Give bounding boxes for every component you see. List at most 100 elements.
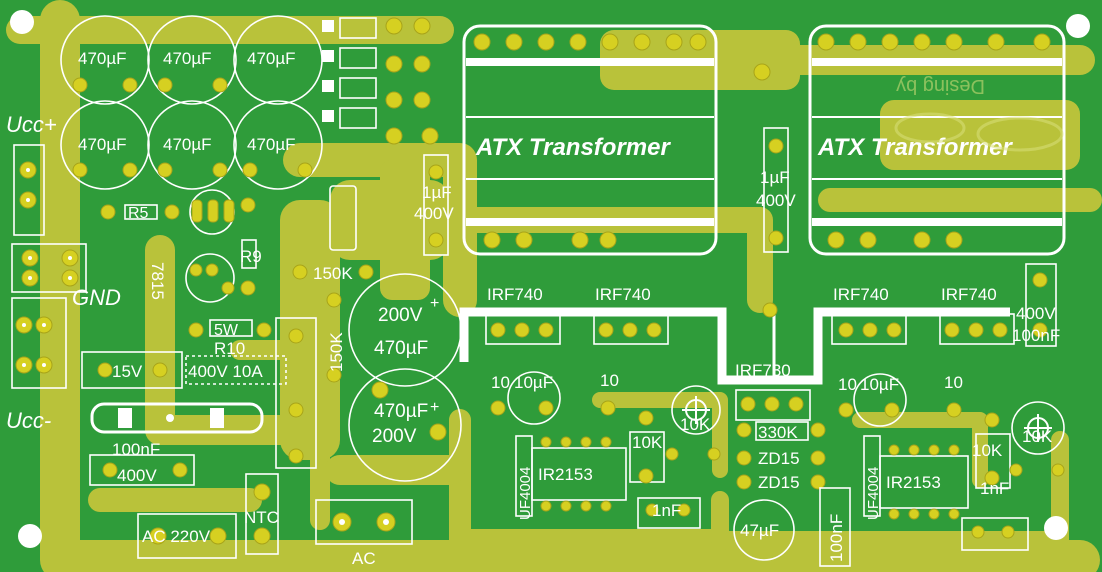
capacitor-100nf-right: 400V 100nF <box>1012 263 1060 347</box>
ac220-label: AC 220V <box>142 527 211 546</box>
uf4004-left-label: UF4004 <box>517 467 534 520</box>
terminal-ucc-minus <box>11 297 67 389</box>
atx-transformer-left-label: ATX Transformer <box>475 134 671 161</box>
ntc-label: NTC <box>244 508 279 527</box>
capacitor-label: 470µF <box>78 135 127 154</box>
cap-200v-2-label: 200V <box>372 426 417 447</box>
mosfet-irf730: IRF730 <box>735 302 811 421</box>
v15-label: 15V <box>112 362 143 381</box>
cap-400v-right2-label: 400V <box>1016 304 1056 323</box>
design-credit-mirrored: Desing by <box>894 75 1064 152</box>
cap-47uf-label: 47µF <box>740 521 779 540</box>
design-by-label: Desing by <box>896 75 985 97</box>
resistor-r10: 5W R10 <box>188 319 272 358</box>
r150k-v-label: 150K <box>327 332 346 372</box>
mounting-hole <box>1066 14 1090 38</box>
regulator-upper <box>189 189 235 235</box>
r150k-h-label: 150K <box>313 264 353 283</box>
cap-400v-right-label: 400V <box>756 191 796 210</box>
ac-label: AC <box>352 549 376 568</box>
capacitor-100nf-left: 100nF 400V <box>89 440 195 486</box>
terminal-gnd <box>11 243 87 293</box>
cap-100nf-right-label: 100nF <box>1012 326 1060 345</box>
r10-label: R10 <box>214 339 245 358</box>
cap-1uf-right-label: 1µF <box>760 168 790 187</box>
mounting-hole <box>1044 516 1068 540</box>
mosfet-irf740-4: IRF740 <box>939 285 1015 345</box>
svg-text:+: + <box>430 399 439 416</box>
cap-470uf-big2-label: 470µF <box>374 401 428 422</box>
fuse: 400V 10A <box>185 355 287 385</box>
capacitor-1uf-right: 1µF 400V <box>753 63 796 253</box>
irf740-2-label: IRF740 <box>595 285 651 304</box>
mosfet-irf740-1: IRF740 <box>485 285 561 345</box>
terminal-ucc-plus <box>13 144 45 236</box>
regulator-7815: 7815 <box>148 253 235 303</box>
ir2153-left-label: IR2153 <box>538 465 593 484</box>
irf740-4-label: IRF740 <box>941 285 997 304</box>
r9-label: R9 <box>240 247 262 266</box>
mosfet-irf740-2: IRF740 <box>593 285 669 345</box>
cap-100nf-v-label: 100nF <box>827 514 846 562</box>
trimmer-10k-right-label: 10K <box>1022 427 1053 446</box>
irf730-label: IRF730 <box>735 361 791 380</box>
resistor-r5: R5 <box>100 204 180 222</box>
capacitor-label: 470µF <box>247 135 296 154</box>
r330k-label: 330K <box>758 423 798 442</box>
cap-100nf-left-voltage: 400V <box>117 466 157 485</box>
mounting-hole <box>18 524 42 548</box>
capacitor-1uf-left: 1µF 400V <box>414 154 454 256</box>
r10-power-label: 5W <box>214 322 239 339</box>
cap-10uf-right-label: 10µF <box>860 375 899 394</box>
cap-200v-label: 200V <box>378 305 423 326</box>
r10-small-label: 10 <box>491 373 510 392</box>
cap-1nf-left-label: 1nF <box>652 501 681 520</box>
r10-small-right2-label: 10 <box>944 373 963 392</box>
capacitor-label: 470µF <box>247 49 296 68</box>
resistor-r9: R9 <box>240 197 262 296</box>
irf740-1-label: IRF740 <box>487 285 543 304</box>
r10-small-label: 10 <box>600 371 619 390</box>
mounting-holes <box>10 10 1090 548</box>
resistor-array-top <box>322 17 439 145</box>
zd15-1-label: ZD15 <box>758 449 800 468</box>
cap-10uf-label: 10µF <box>514 373 553 392</box>
ir2153-right-label: IR2153 <box>886 473 941 492</box>
uf4004-right-label: UF4004 <box>865 467 882 520</box>
irf740-3-label: IRF740 <box>833 285 889 304</box>
bridge-rectifier <box>90 402 264 434</box>
cap-100nf-left-label: 100nF <box>112 440 160 459</box>
trimmer-10k-left-label: 10K <box>680 415 711 434</box>
cap-470uf-big-label: 470µF <box>374 338 428 359</box>
atx-transformer-right: ATX Transformer <box>808 24 1066 256</box>
zd15-2-label: ZD15 <box>758 473 800 492</box>
zener-15v: 15V <box>81 351 183 389</box>
cap-1nf-right-label: 1nF <box>980 479 1009 498</box>
capacitor-label: 470µF <box>78 49 127 68</box>
bulk-capacitor-lower: 470µF 200V + <box>348 368 462 482</box>
r5-label: R5 <box>128 205 149 222</box>
fuse-label: 400V 10A <box>188 362 263 381</box>
r10k-left-label: 10K <box>632 433 663 452</box>
driver-right: 10 10µF 10 UF4004 IR2153 10K 10K 1nF <box>838 373 1065 551</box>
ac-input-terminal: AC <box>315 499 413 568</box>
capacitor-label: 470µF <box>163 49 212 68</box>
gnd-label: GND <box>72 285 121 310</box>
ic-7815-label: 7815 <box>148 262 167 300</box>
resistor-150k-horizontal: 150K <box>292 185 374 283</box>
mounting-hole <box>10 10 34 34</box>
cap-1uf-left-label: 1µF <box>422 183 452 202</box>
r10-small-right-label: 10 <box>838 375 857 394</box>
atx-transformer-right-label: ATX Transformer <box>817 134 1013 161</box>
ucc-plus-label: Ucc+ <box>6 112 57 137</box>
power-bus-silk <box>459 307 1010 385</box>
cap-400v-left-label: 400V <box>414 204 454 223</box>
r10k-right-label: 10K <box>972 441 1003 460</box>
capacitor-label: 470µF <box>163 135 212 154</box>
svg-text:+: + <box>430 295 439 312</box>
center-components: 330K ZD15 ZD15 47µF 100nF <box>733 421 851 567</box>
resistor-150k-vertical: 150K <box>275 292 346 469</box>
ucc-minus-label: Ucc- <box>6 408 51 433</box>
